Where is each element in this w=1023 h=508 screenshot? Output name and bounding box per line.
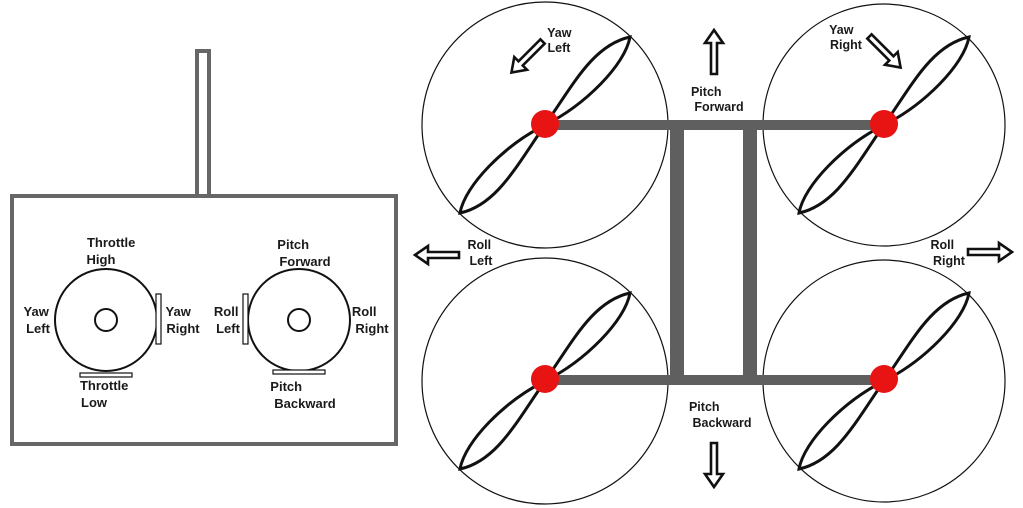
label-pitch-backward: Pitch Backward [689,400,752,430]
label-roll-left: Roll Left [467,238,494,268]
motor-hub-icon [870,365,898,393]
frame-arm-back [545,375,884,385]
frame-rail-left [670,120,684,385]
right-stick-pitch-trim[interactable] [272,369,326,375]
left-stick-knob[interactable] [94,308,118,332]
motor-hub-icon [531,365,559,393]
right-stick-roll-trim[interactable] [242,293,249,345]
label-roll-right-stick: Roll Right [352,304,389,336]
label-roll-left-stick: Roll Left [214,304,242,336]
quadcopter: Yaw Left Yaw Right Pitch Forward Pitch B… [413,1,1014,505]
label-yaw-right-stick: Yaw Right [166,304,201,336]
label-pitch-backward-stick: Pitch Backward [270,379,335,411]
right-stick-knob[interactable] [287,308,311,332]
arrow-icon [703,28,725,76]
arrow-icon [503,33,551,81]
motor-hub-icon [531,110,559,138]
quad-frame [545,120,884,385]
motor-hub-icon [870,110,898,138]
left-stick[interactable]: Throttle High Throttle Low Yaw Left Yaw … [24,235,201,410]
label-pitch-forward: Pitch Forward [691,85,744,114]
frame-arm-front [545,120,884,130]
label-pitch-forward-stick: Pitch Forward [277,237,330,269]
label-throttle-low: Throttle Low [80,378,132,410]
label-roll-right: Roll Right [930,238,965,268]
arrow-icon [861,28,909,76]
frame-rail-right [743,120,757,385]
controller-antenna [195,49,211,198]
label-yaw-right: Yaw Right [829,23,863,52]
remote-controller: Throttle High Throttle Low Yaw Left Yaw … [10,49,398,446]
arrow-icon [966,241,1014,263]
left-stick-throttle-trim[interactable] [79,372,133,378]
left-stick-yaw-trim[interactable] [155,293,162,345]
label-throttle-high: Throttle High [87,235,139,267]
arrow-icon [703,441,725,489]
label-yaw-left-stick: Yaw Left [24,304,53,336]
label-yaw-left: Yaw Left [547,26,575,55]
right-stick[interactable]: Pitch Forward Pitch Backward Roll Left R… [214,237,389,411]
arrow-icon [413,244,461,266]
